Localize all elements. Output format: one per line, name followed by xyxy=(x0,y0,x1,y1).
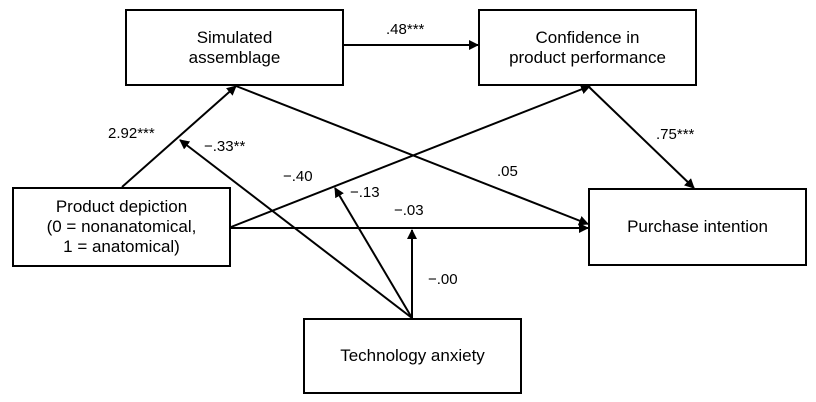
coef-depiction-to-purchase: −.03 xyxy=(394,202,424,219)
coef-anxiety-moderates-simulated: −.33** xyxy=(204,138,246,155)
node-technology-anxiety: Technology anxiety xyxy=(303,318,522,394)
node-label: Simulated xyxy=(196,27,273,47)
node-label: (0 = nonanatomical, xyxy=(46,217,197,236)
coef-depiction-to-confidence: −.40 xyxy=(283,168,313,185)
node-label: product performance xyxy=(509,47,666,67)
node-label: Purchase intention xyxy=(627,217,768,236)
node-confidence: Confidence in product performance xyxy=(478,9,697,86)
coef-simulated-to-confidence: .48*** xyxy=(386,21,425,38)
node-label: Technology anxiety xyxy=(340,346,485,365)
arrow-anxiety-moderates-confidence xyxy=(334,187,413,319)
node-label: Confidence in xyxy=(535,27,640,47)
coef-anxiety-moderates-confidence: −.13 xyxy=(350,184,380,201)
node-label: assemblage xyxy=(188,47,281,67)
arrow-anxiety-moderates-simulated xyxy=(179,139,413,319)
coef-anxiety-moderates-direct: −.00 xyxy=(428,271,458,288)
coef-depiction-to-simulated: 2.92*** xyxy=(108,125,155,142)
node-label: Product depiction xyxy=(55,197,188,216)
arrow-confidence-to-purchase xyxy=(587,85,695,189)
coef-simulated-to-purchase: .05 xyxy=(497,163,518,180)
node-purchase-intention: Purchase intention xyxy=(588,188,807,266)
node-simulated-assemblage: Simulated assemblage xyxy=(125,9,344,86)
node-label: 1 = anatomical) xyxy=(63,237,180,256)
arrow-depiction-to-simulated xyxy=(121,85,237,188)
coef-confidence-to-purchase: .75*** xyxy=(656,126,695,143)
arrow-depiction-to-confidence xyxy=(230,84,591,228)
node-product-depiction: Product depiction (0 = nonanatomical, 1 … xyxy=(12,187,231,267)
